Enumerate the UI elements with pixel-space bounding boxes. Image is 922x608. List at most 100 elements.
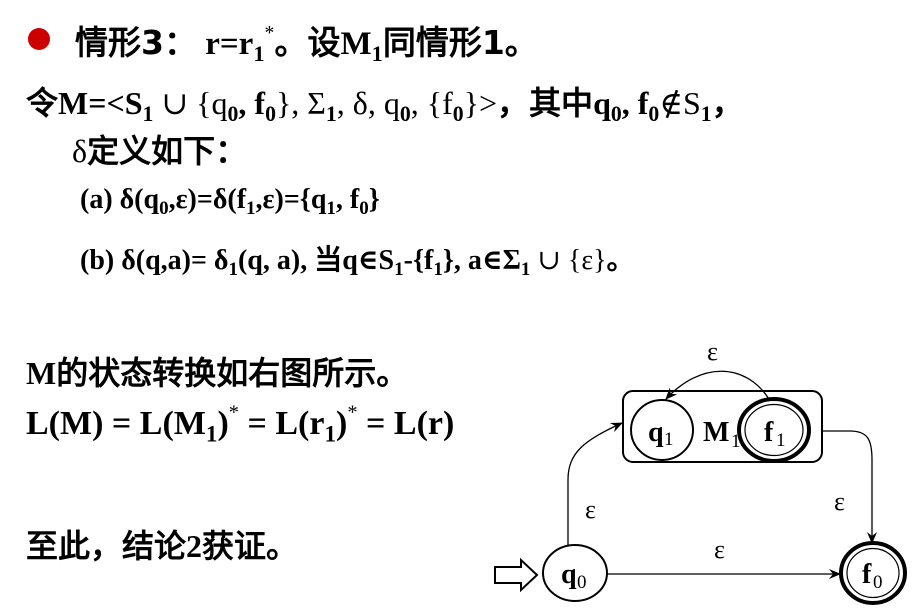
text: 。: [274, 23, 308, 62]
text: }>: [463, 85, 498, 121]
text: 2: [186, 528, 203, 564]
text: ，: [711, 84, 744, 122]
text: ∪ {q: [153, 85, 228, 121]
text: L(M) = L(M: [26, 405, 206, 442]
text: (q, a),: [237, 245, 315, 276]
text: 的状态转换如右图所示。: [56, 354, 409, 392]
text: = L(r): [357, 405, 455, 442]
text: q∈S: [342, 245, 395, 276]
state-f1: f 1: [737, 397, 811, 463]
subscript: 0: [265, 101, 276, 126]
definition-line: 令M=<S1 ∪ {q0, f0}, Σ1, δ, q0, {f0}>，其中q0…: [26, 78, 744, 126]
subscript: 1: [142, 101, 154, 126]
text: , {f: [410, 85, 453, 121]
text: r=r: [196, 26, 254, 62]
subscript: 1: [205, 421, 218, 448]
heading-case-3: 情形3： r=r1*。设M1同情形1。: [75, 16, 538, 67]
superscript: *: [264, 22, 275, 45]
subscript: 1: [253, 41, 265, 67]
subscript: 1: [246, 198, 256, 220]
subscript: 1: [228, 259, 238, 281]
text: ): [217, 405, 229, 442]
state-label: q: [561, 559, 577, 590]
start-arrow-icon: [494, 557, 539, 593]
text: -{f: [403, 245, 434, 276]
state-transition-note: M的状态转换如右图所示。: [26, 348, 408, 394]
subscript: 1: [664, 429, 674, 450]
subscript: 0: [648, 101, 660, 126]
text: δ: [72, 133, 88, 169]
m1-label: M: [703, 417, 729, 448]
subscript: 1: [776, 430, 786, 451]
text: (a) δ(q: [80, 184, 160, 215]
rule-a: (a) δ(q0,ε)=δ(f1,ε)={q1, f0}: [80, 184, 380, 220]
state-label: q: [648, 417, 664, 448]
text: M=<S: [58, 85, 143, 121]
subscript: 1: [520, 259, 531, 281]
text: M: [26, 355, 57, 391]
text: ,ε)={q: [255, 184, 327, 215]
subscript: 1: [324, 421, 337, 448]
text: , f: [621, 85, 649, 121]
text: ∪ {ε}: [530, 245, 607, 276]
text: 。: [606, 243, 635, 276]
subscript: 0: [227, 101, 239, 126]
subscript: 0: [577, 572, 587, 593]
epsilon-label: ε: [585, 495, 596, 524]
subscript: 1: [326, 198, 336, 220]
subscript: 1: [700, 101, 712, 126]
state-q1: q 1: [630, 399, 694, 461]
text: ，其中: [497, 84, 594, 122]
m1-box: [622, 390, 823, 463]
superscript: *: [347, 401, 358, 424]
state-label: f: [862, 559, 872, 590]
subscript: 0: [399, 101, 411, 126]
text: ∉S: [659, 85, 701, 121]
text: 设: [307, 23, 341, 62]
language-equation: L(M) = L(M1)* = L(r1)* = L(r): [26, 401, 455, 446]
subscript: 1: [371, 41, 383, 67]
delta-definition-heading: δ定义如下：: [72, 126, 247, 172]
state-label: f: [764, 417, 774, 448]
text: = L(r: [238, 405, 325, 442]
text: 获证。: [202, 527, 299, 565]
epsilon-label: ε: [707, 337, 718, 366]
subscript: 1: [731, 431, 741, 452]
transition-f1-q1: [665, 370, 770, 400]
text: }, Σ: [275, 85, 326, 121]
text: , f: [335, 184, 360, 215]
transition-f1-f0: [823, 430, 877, 544]
transition-q0-q1: [567, 422, 623, 545]
text: ,ε)=δ(f: [168, 184, 247, 215]
text: ): [336, 405, 348, 442]
conclusion: 至此，结论2获证。: [26, 521, 298, 567]
subscript: 0: [452, 101, 464, 126]
text: 定义如下：: [87, 132, 248, 170]
text: 当: [314, 243, 343, 276]
subscript: 0: [610, 101, 622, 126]
text: q: [593, 85, 611, 121]
text: , f: [238, 85, 266, 121]
text: (b) δ(q,a)= δ: [80, 245, 229, 276]
subscript: 0: [873, 572, 883, 593]
state-q0: q 0: [542, 544, 608, 602]
subscript: 1: [433, 259, 443, 281]
text: 至此，结论: [26, 527, 187, 565]
epsilon-label: ε: [834, 487, 845, 516]
text: }: [368, 184, 380, 215]
text: 情形3：: [75, 23, 197, 62]
subscript: 1: [325, 101, 337, 126]
text: }, a∈Σ: [442, 245, 521, 276]
bullet-icon: [28, 28, 50, 50]
text: 同情形1。: [382, 23, 538, 62]
rule-b: (b) δ(q,a)= δ1(q, a), 当q∈S1-{f1}, a∈Σ1 ∪…: [80, 238, 635, 281]
epsilon-label: ε: [714, 535, 725, 564]
subscript: 1: [394, 259, 404, 281]
superscript: *: [228, 401, 239, 424]
text: M: [340, 26, 372, 62]
state-f0: f 0: [839, 541, 907, 605]
text: , δ, q: [336, 85, 400, 121]
subscript: 0: [359, 198, 369, 220]
text: 令: [26, 84, 59, 122]
